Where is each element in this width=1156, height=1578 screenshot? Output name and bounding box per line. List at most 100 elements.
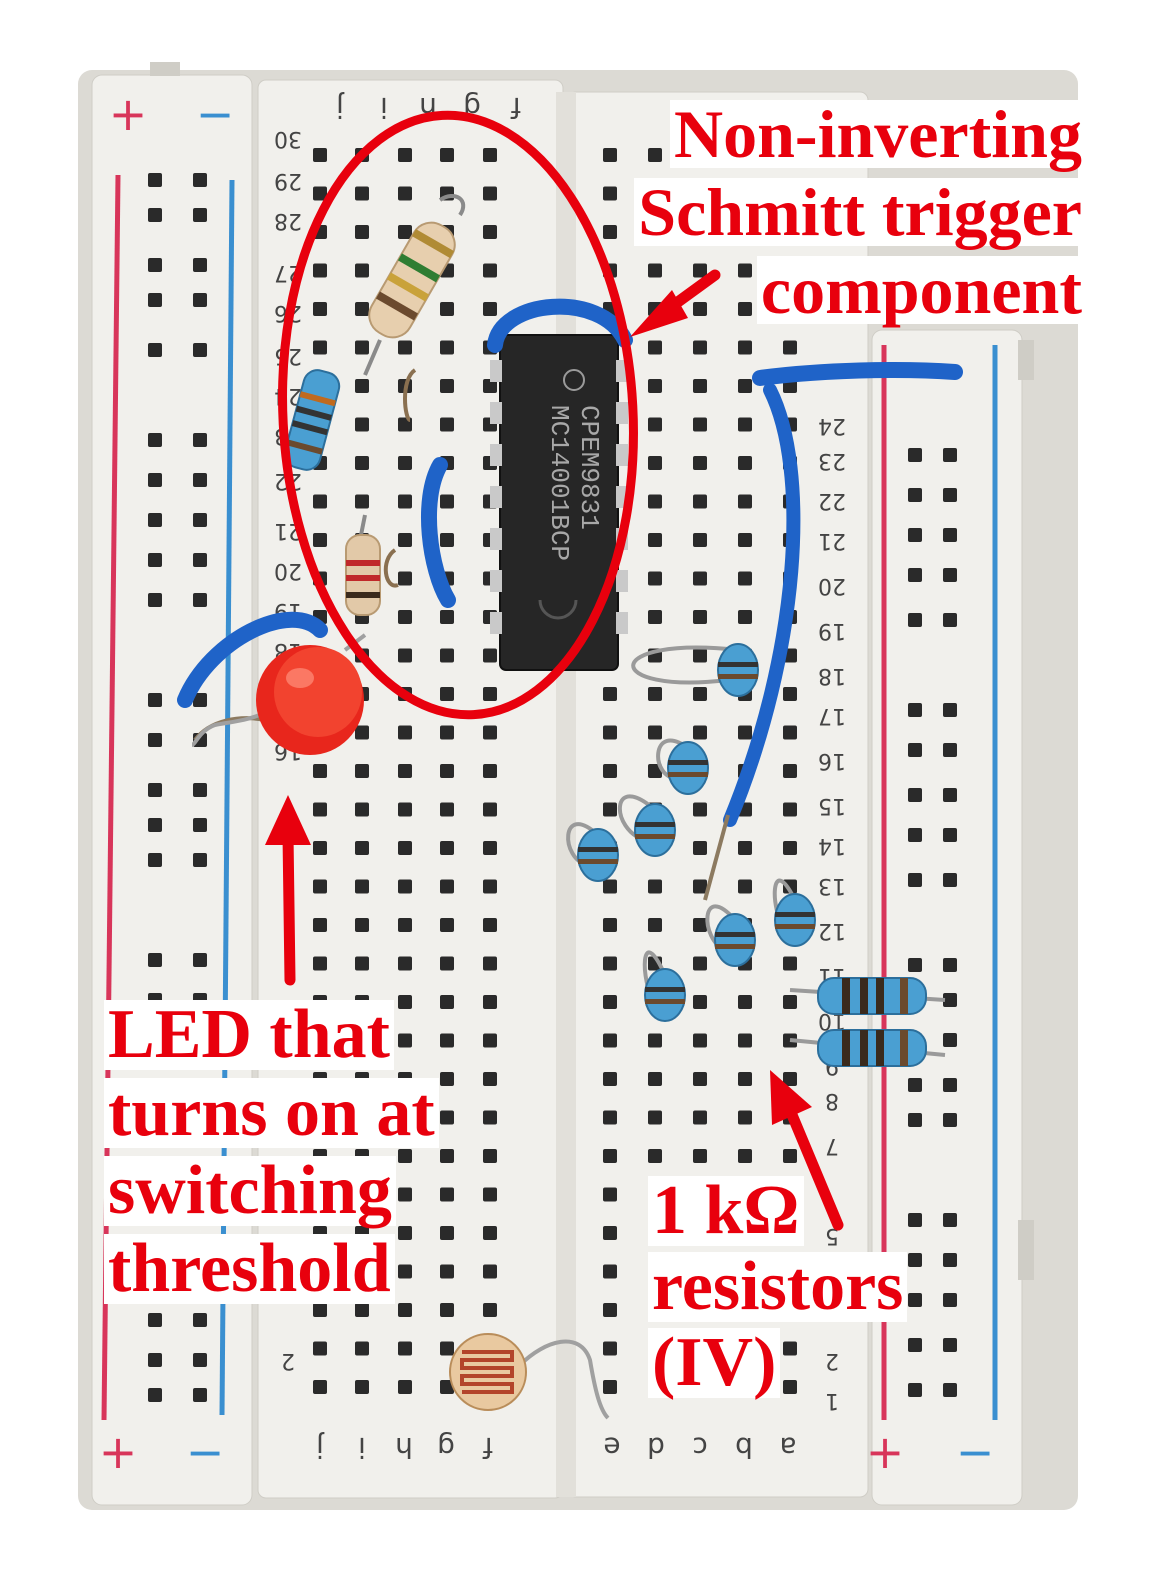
hole xyxy=(355,302,369,316)
hole xyxy=(943,828,957,842)
chip-label-line2: CPEM9831 xyxy=(574,405,604,530)
schmitt-label-line: Non-inverting xyxy=(670,100,1086,168)
hole xyxy=(738,1110,752,1125)
hole xyxy=(440,1149,454,1163)
hole xyxy=(398,802,412,817)
chip-pin xyxy=(490,360,502,382)
hole xyxy=(355,263,369,278)
hole xyxy=(148,693,162,707)
hole xyxy=(603,1341,617,1356)
hole xyxy=(648,610,662,624)
hole xyxy=(738,571,752,586)
hole xyxy=(193,208,207,222)
hole xyxy=(603,1226,617,1240)
hole xyxy=(355,1380,369,1394)
column-letter: a xyxy=(779,1431,796,1464)
hole xyxy=(398,648,412,663)
hole xyxy=(440,687,454,701)
column-letter: h xyxy=(395,1431,413,1464)
resistor-icon xyxy=(642,950,686,1022)
hole xyxy=(148,258,162,272)
hole xyxy=(440,302,454,316)
hole xyxy=(648,494,662,509)
hole xyxy=(908,568,922,582)
hole xyxy=(440,1033,454,1048)
hole xyxy=(398,1264,412,1279)
hole xyxy=(603,1033,617,1048)
resistor-body xyxy=(634,803,676,857)
minus-sign: − xyxy=(956,1425,995,1479)
hole xyxy=(193,1313,207,1327)
hole xyxy=(738,263,752,278)
hole xyxy=(693,995,707,1009)
row-number: 17 xyxy=(818,703,846,728)
column-letter: i xyxy=(358,1431,366,1464)
hole xyxy=(738,725,752,740)
hole xyxy=(908,1078,922,1092)
hole xyxy=(313,764,327,778)
hole xyxy=(483,1264,497,1279)
hole xyxy=(398,610,412,624)
row-number: 18 xyxy=(818,663,846,688)
hole xyxy=(648,1033,662,1048)
hole xyxy=(693,841,707,855)
arrow-icon xyxy=(630,269,721,337)
chip-pin xyxy=(490,402,502,424)
hole xyxy=(693,610,707,624)
hole xyxy=(693,456,707,470)
resistor-body xyxy=(577,828,619,882)
hole xyxy=(355,956,369,971)
hole xyxy=(148,853,162,867)
hole xyxy=(783,1072,797,1086)
hole xyxy=(440,610,454,624)
resistors-label-line: (IV) xyxy=(648,1328,781,1398)
photoresistor-icon xyxy=(449,1333,610,1420)
row-number: 24 xyxy=(818,413,846,438)
hole xyxy=(943,873,957,887)
hole xyxy=(603,1380,617,1394)
hole xyxy=(908,488,922,502)
resistor-group xyxy=(566,643,816,1022)
chip-label-line1: MC14001BCP xyxy=(544,405,574,561)
hole xyxy=(483,1226,497,1240)
hole xyxy=(440,764,454,778)
hole xyxy=(908,1383,922,1397)
hole xyxy=(783,340,797,355)
board-tab xyxy=(1018,340,1034,380)
hole xyxy=(693,879,707,894)
resistor-band xyxy=(718,674,758,679)
hole xyxy=(398,764,412,778)
hole xyxy=(603,764,617,778)
hole xyxy=(603,1110,617,1125)
hole xyxy=(648,379,662,393)
hole xyxy=(398,918,412,932)
chip-pin xyxy=(490,570,502,592)
row-number: 19 xyxy=(818,618,846,643)
hole xyxy=(648,725,662,740)
resistor-band xyxy=(635,822,675,827)
hole xyxy=(908,448,922,462)
row-number: 16 xyxy=(818,748,846,773)
hole xyxy=(313,1341,327,1356)
hole xyxy=(193,473,207,487)
hole xyxy=(603,687,617,701)
hole xyxy=(603,186,617,201)
chip-pin xyxy=(490,486,502,508)
hole xyxy=(398,186,412,201)
hole xyxy=(908,743,922,757)
hole xyxy=(603,1072,617,1086)
hole xyxy=(355,764,369,778)
hole xyxy=(943,1033,957,1047)
hole xyxy=(193,1388,207,1402)
hole xyxy=(398,571,412,586)
hole xyxy=(440,533,454,547)
hole xyxy=(398,1303,412,1317)
row-number: 13 xyxy=(818,873,846,898)
column-letter: b xyxy=(735,1431,753,1464)
resistor-icon xyxy=(631,643,759,697)
hole xyxy=(193,293,207,307)
hole xyxy=(693,687,707,701)
hole xyxy=(648,417,662,432)
